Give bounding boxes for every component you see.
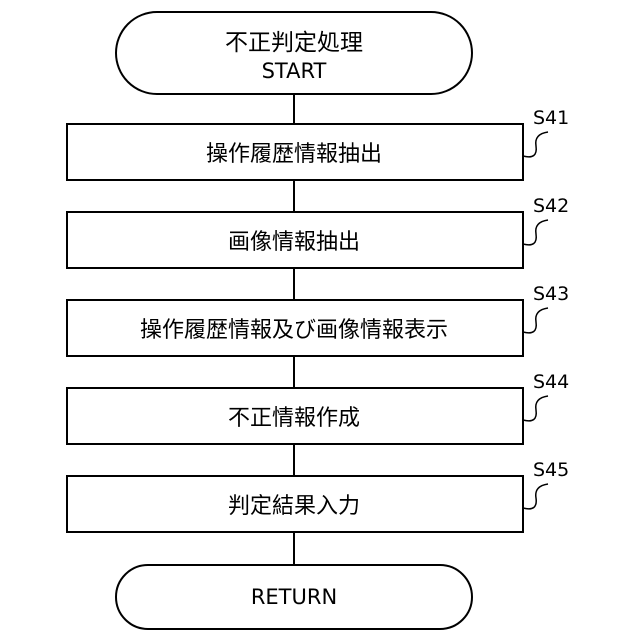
step-id-s45: S45 [533, 459, 569, 481]
process-step-s41: 操作履歴情報抽出 S41 [67, 107, 569, 180]
process-label-s45: 判定結果入力 [228, 494, 360, 519]
step-id-s41: S41 [533, 107, 569, 129]
process-step-s45: 判定結果入力 S45 [67, 459, 569, 532]
step-tag-leader-s44 [523, 396, 548, 421]
step-tag-leader-s42 [523, 220, 548, 245]
process-label-s44: 不正情報作成 [228, 406, 360, 431]
start-title: 不正判定処理 [225, 30, 363, 56]
start-subtitle: START [262, 59, 327, 83]
process-step-s44: 不正情報作成 S44 [67, 371, 569, 444]
end-terminal: RETURN [116, 565, 472, 629]
start-terminal: 不正判定処理 START [116, 12, 472, 94]
process-label-s43: 操作履歴情報及び画像情報表示 [140, 318, 448, 343]
process-step-s42: 画像情報抽出 S42 [67, 195, 569, 268]
end-label: RETURN [251, 585, 337, 609]
step-tag-leader-s43 [523, 308, 548, 333]
step-id-s42: S42 [533, 195, 569, 217]
process-label-s41: 操作履歴情報抽出 [206, 142, 382, 167]
step-id-s43: S43 [533, 283, 569, 305]
process-step-s43: 操作履歴情報及び画像情報表示 S43 [67, 283, 569, 356]
step-id-s44: S44 [533, 371, 569, 393]
process-label-s42: 画像情報抽出 [228, 230, 360, 255]
step-tag-leader-s45 [523, 484, 548, 509]
step-tag-leader-s41 [523, 132, 548, 157]
